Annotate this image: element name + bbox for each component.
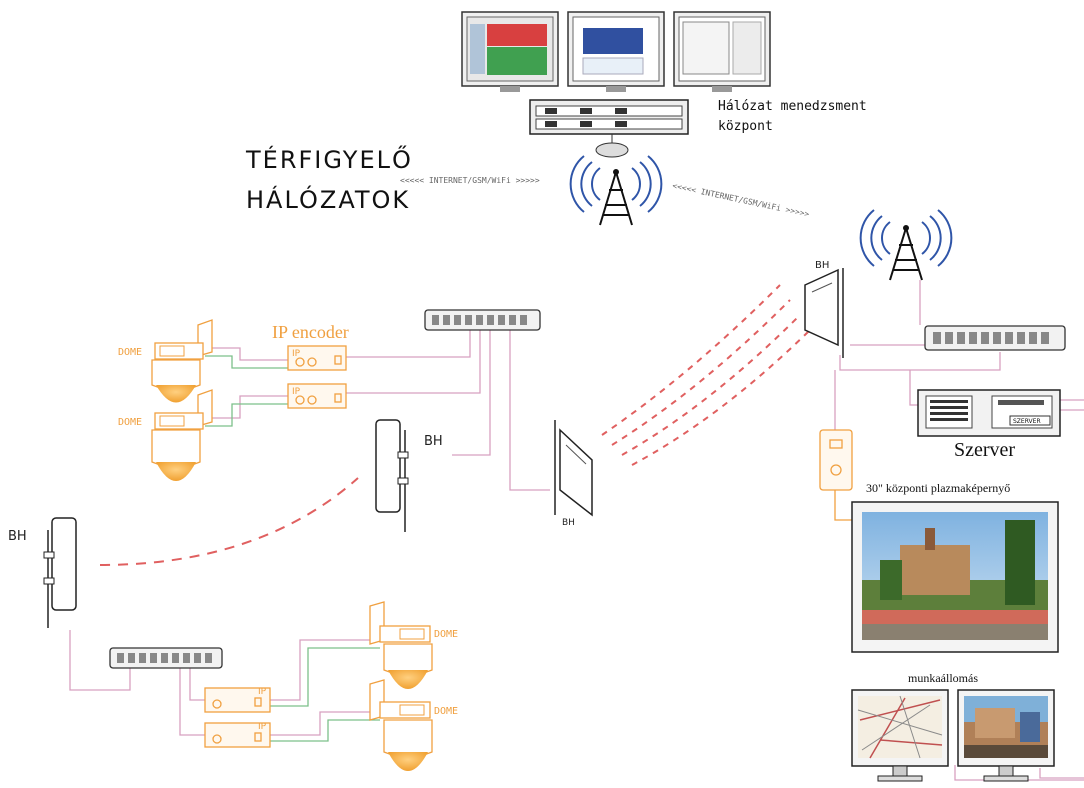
workstation-label: munkaállomás	[908, 671, 978, 685]
bh-antenna-center	[554, 420, 593, 517]
antenna-tower-center-icon	[569, 155, 663, 226]
nms-server-rack	[529, 99, 689, 135]
plasma-label: 30" központi plazmaképernyő	[866, 481, 1010, 495]
switch-right	[924, 325, 1066, 351]
title-line2: HÁLÓZATOK	[246, 184, 410, 214]
title-line1: TÉRFIGYELŐ	[245, 144, 413, 174]
dome-label-3: DOME	[434, 629, 458, 640]
bh-label-center: BH	[562, 518, 575, 528]
ip-label-1: IP	[292, 349, 301, 359]
ip-encoder-2	[287, 383, 347, 409]
ip-encoder-3	[204, 687, 271, 713]
workstation-monitor-map	[851, 689, 949, 782]
cables-right-cluster	[834, 280, 1084, 781]
bh-label-right: BH	[815, 260, 829, 271]
plasma-screen	[851, 501, 1059, 653]
server-unit	[917, 389, 1061, 437]
wireless-link-center	[601, 284, 811, 466]
dome-label-2: DOME	[118, 417, 142, 428]
ip-encoder-4	[204, 722, 271, 748]
ip-label-2: IP	[292, 387, 301, 397]
workstation-monitor-camera	[957, 689, 1055, 782]
link-label-right: <<<<< INTERNET/GSM/WiFi >>>>>	[672, 181, 811, 219]
ip-label-3: IP	[258, 687, 267, 697]
ip-encoder-label: IP encoder	[272, 322, 349, 342]
dome-camera-1	[151, 319, 213, 403]
dome-label-1: DOME	[118, 347, 142, 358]
antenna-tower-right-icon	[859, 209, 953, 281]
nms-label-line1: Hálózat menedzsment	[718, 99, 867, 114]
dome-camera-4	[369, 679, 433, 771]
dome-label-4: DOME	[434, 706, 458, 717]
switch-bottom	[109, 647, 223, 669]
bh-antenna-left	[43, 517, 77, 628]
ip-encoder-1	[287, 345, 347, 371]
bh-antenna-right	[804, 268, 844, 358]
wireless-link-left	[99, 477, 359, 566]
cables-bottom-cluster	[69, 630, 380, 742]
bh-antenna-mid	[375, 419, 409, 532]
dome-camera-2	[151, 389, 213, 481]
server-label: Szerver	[954, 439, 1015, 461]
router-icon	[595, 134, 629, 158]
nms-label-line2: központ	[718, 119, 773, 134]
link-label-left: <<<<< INTERNET/GSM/WiFi >>>>>	[400, 176, 540, 185]
bh-label-mid: BH	[424, 434, 443, 449]
ip-label-4: IP	[258, 722, 267, 732]
cables-top-cluster	[205, 330, 550, 491]
nms-monitors	[461, 11, 771, 92]
bh-label-left: BH	[8, 529, 27, 544]
dome-camera-3	[369, 601, 433, 689]
server-badge: SZERVER	[1013, 418, 1041, 425]
ip-encoder-right	[819, 429, 853, 491]
switch-top	[424, 309, 541, 331]
